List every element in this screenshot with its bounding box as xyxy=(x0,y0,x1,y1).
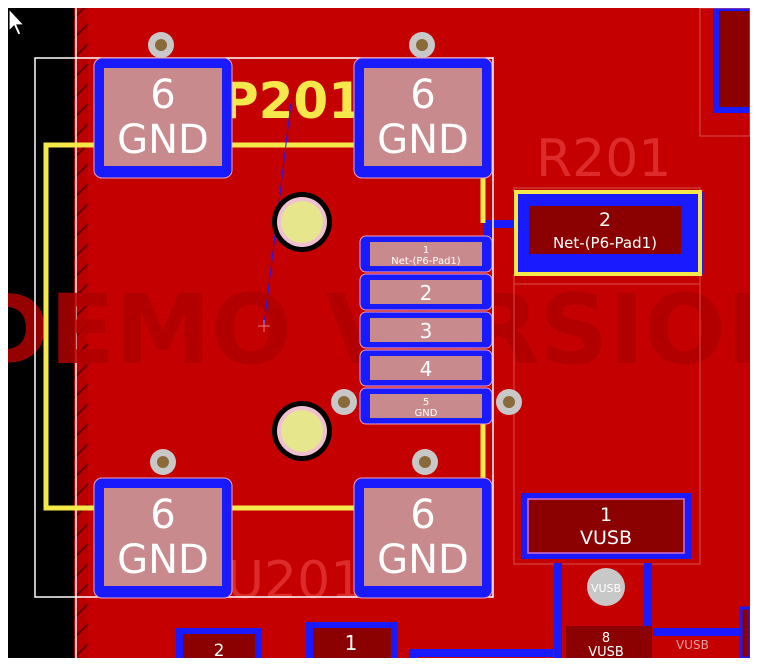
usb-pin-4[interactable]: 4 xyxy=(359,349,493,387)
pad-right-edge[interactable] xyxy=(739,606,750,658)
svg-text:VUSB: VUSB xyxy=(591,582,621,595)
board-edge-area xyxy=(8,8,74,658)
vusb-via[interactable]: VUSB xyxy=(587,568,625,606)
svg-text:1: 1 xyxy=(600,504,612,526)
svg-text:GND: GND xyxy=(415,408,438,419)
mount-via-holes xyxy=(155,39,515,468)
vusb-pad-1[interactable]: 1 VUSB xyxy=(521,493,691,559)
usb-pin-2[interactable]: 2 xyxy=(359,273,493,311)
svg-text:GND: GND xyxy=(117,117,209,163)
svg-text:5: 5 xyxy=(423,397,429,408)
component-pad-top-right[interactable] xyxy=(713,8,750,113)
svg-text:2: 2 xyxy=(214,641,225,658)
svg-text:2: 2 xyxy=(420,281,433,305)
locating-hole-top[interactable] xyxy=(272,192,332,252)
svg-text:6: 6 xyxy=(410,72,435,118)
svg-text:VUSB: VUSB xyxy=(580,527,632,549)
locating-hole-bottom[interactable] xyxy=(272,401,332,461)
p201-courtyard xyxy=(34,57,494,598)
silk-ref-p201: P201 xyxy=(222,72,363,130)
svg-text:8: 8 xyxy=(602,631,610,646)
bottom-pad-1[interactable]: 1 xyxy=(306,622,398,658)
svg-text:GND: GND xyxy=(377,537,469,583)
svg-text:6: 6 xyxy=(150,492,175,538)
usb-pin-3[interactable]: 3 xyxy=(359,311,493,349)
svg-text:3: 3 xyxy=(420,319,433,343)
svg-text:Net-(P6-Pad1): Net-(P6-Pad1) xyxy=(553,234,657,252)
track-bottom[interactable] xyxy=(409,649,553,658)
svg-text:GND: GND xyxy=(377,117,469,163)
component-outline-right xyxy=(513,283,701,565)
pad-8-vusb[interactable]: 8 VUSB xyxy=(566,626,652,658)
track-net-label: VUSB xyxy=(676,638,709,652)
component-outline-top-right xyxy=(699,8,750,137)
bottom-pad-2[interactable]: 2 xyxy=(176,628,262,658)
svg-text:1: 1 xyxy=(423,245,429,256)
svg-text:4: 4 xyxy=(420,357,433,381)
svg-text:VUSB: VUSB xyxy=(588,645,624,658)
p201-silk-left xyxy=(43,142,98,511)
silk-ref-r201: R201 xyxy=(536,129,671,189)
pcb-canvas[interactable]: DEMO VERSION R201 U201 P201 xyxy=(8,8,750,658)
svg-text:1: 1 xyxy=(345,631,358,655)
svg-text:2: 2 xyxy=(599,209,611,231)
mouse-cursor-icon xyxy=(8,8,26,36)
pcb-layer-view[interactable]: DEMO VERSION R201 U201 P201 xyxy=(8,8,750,658)
r201-pad-2[interactable]: 2 Net-(P6-Pad1) xyxy=(513,190,703,276)
svg-text:GND: GND xyxy=(117,537,209,583)
silk-ref-u201: U201 xyxy=(226,551,363,611)
svg-text:6: 6 xyxy=(410,492,435,538)
svg-text:6: 6 xyxy=(150,72,175,118)
svg-text:Net-(P6-Pad1): Net-(P6-Pad1) xyxy=(391,256,460,267)
